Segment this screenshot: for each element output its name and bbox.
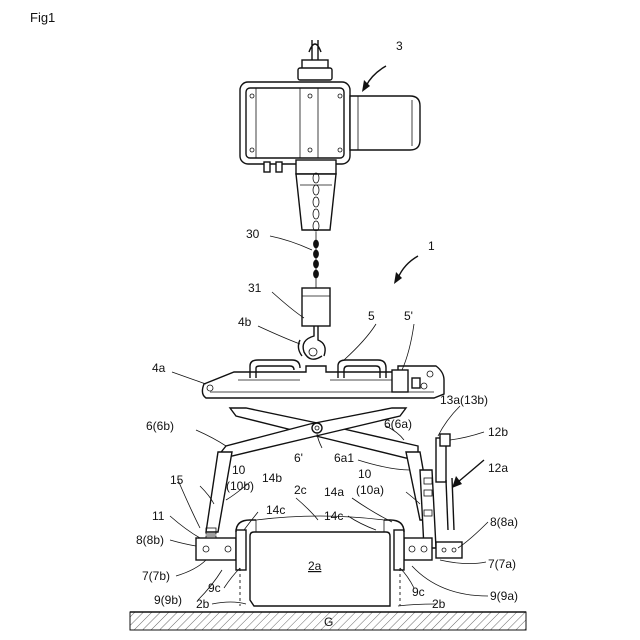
label-15: 15 <box>170 473 184 487</box>
left-claw <box>196 520 256 570</box>
label-12a: 12a <box>488 461 508 475</box>
label-10-right: 10 <box>358 467 372 481</box>
label-9c-right: 9c <box>412 585 425 599</box>
label-4a: 4a <box>152 361 166 375</box>
hook-block <box>298 288 330 359</box>
label-ground: G <box>324 615 333 629</box>
label-11: 11 <box>152 509 165 523</box>
label-6-prime: 6' <box>294 451 303 465</box>
label-9c-left: 9c <box>208 581 221 595</box>
chain <box>314 232 319 288</box>
label-6a1: 6a1 <box>334 451 354 465</box>
label-6-6a: 6(6a) <box>384 417 412 431</box>
label-9-9a: 9(9a) <box>490 589 518 603</box>
label-8-8a: 8(8a) <box>490 515 518 529</box>
hoist <box>240 40 420 231</box>
label-12b: 12b <box>488 425 508 439</box>
label-13a-13b: 13a(13b) <box>440 393 488 407</box>
top-beam <box>202 360 444 398</box>
figure-title: Fig1 <box>30 10 55 25</box>
label-7-7b: 7(7b) <box>142 569 170 583</box>
label-31: 31 <box>248 281 262 295</box>
label-10b: (10b) <box>226 479 254 493</box>
label-14a: 14a <box>324 485 344 499</box>
label-3: 3 <box>396 39 403 53</box>
label-9-9b: 9(9b) <box>154 593 182 607</box>
label-2b-left: 2b <box>196 597 210 611</box>
label-5: 5 <box>368 309 375 323</box>
label-2c: 2c <box>294 483 307 497</box>
label-2a: 2a <box>308 559 322 573</box>
label-1: 1 <box>428 239 435 253</box>
label-8-8b: 8(8b) <box>136 533 164 547</box>
label-14c-right: 14c <box>324 509 343 523</box>
label-14b: 14b <box>262 471 282 485</box>
label-14c-left: 14c <box>266 503 285 517</box>
label-10-left: 10 <box>232 463 246 477</box>
label-2b-right: 2b <box>432 597 446 611</box>
label-7-7a: 7(7a) <box>488 557 516 571</box>
label-6-6b: 6(6b) <box>146 419 174 433</box>
label-4b: 4b <box>238 315 252 329</box>
control-lever <box>436 434 462 558</box>
label-5-prime: 5' <box>404 309 413 323</box>
label-30: 30 <box>246 227 260 241</box>
label-10a: (10a) <box>356 483 384 497</box>
